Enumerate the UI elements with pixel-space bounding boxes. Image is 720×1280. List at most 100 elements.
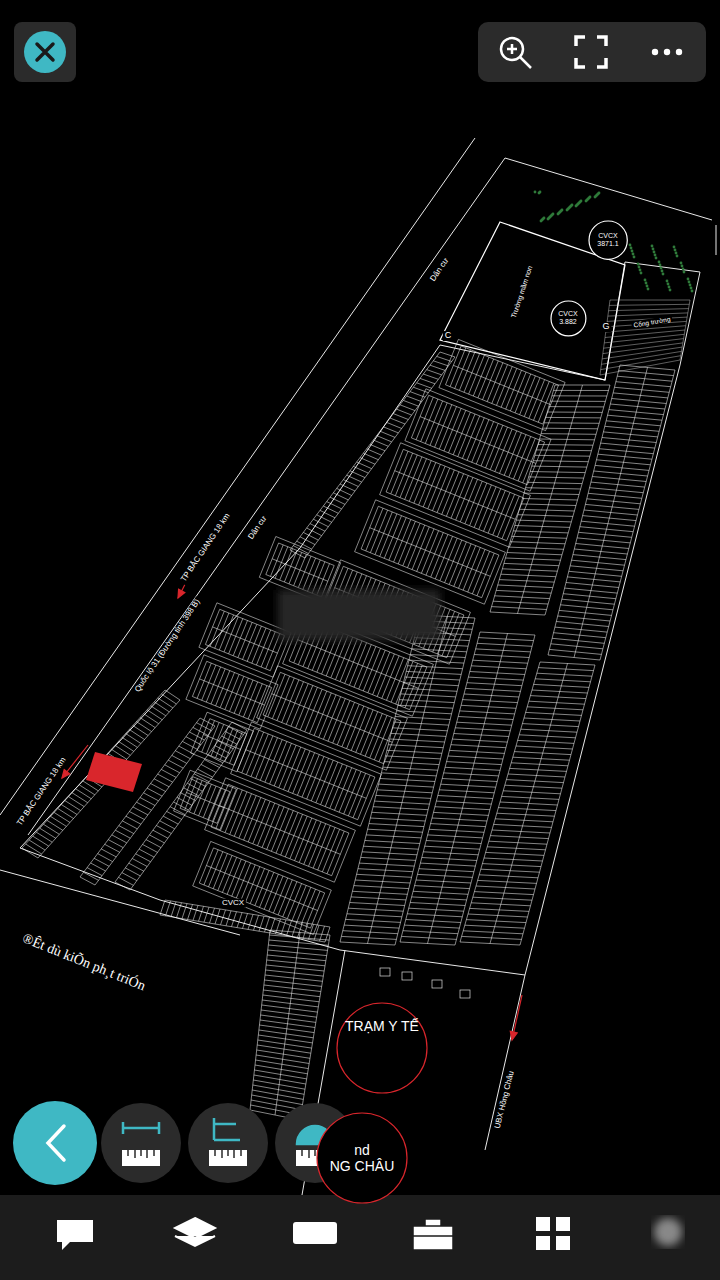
tree-dot xyxy=(589,196,592,199)
circle-shape xyxy=(589,221,627,259)
fullscreen-icon xyxy=(576,37,606,67)
tree-dot xyxy=(655,257,658,260)
tree-dot xyxy=(654,254,657,257)
tree-dot xyxy=(550,215,553,218)
back-button xyxy=(13,1101,97,1185)
lot-block xyxy=(199,603,291,677)
tree-dot xyxy=(659,264,662,267)
tree-dot xyxy=(580,200,583,203)
green-space-circle: CVCX 3871.1 xyxy=(588,220,628,260)
tree-dot xyxy=(644,279,647,282)
tree-dot xyxy=(668,286,671,289)
arrow-head xyxy=(62,770,70,778)
measure-button xyxy=(188,1103,268,1183)
road-line xyxy=(0,870,240,935)
menu-dot xyxy=(664,49,670,55)
tree-dot xyxy=(567,208,570,211)
tree-dot xyxy=(688,281,691,284)
tree-dot xyxy=(676,255,679,258)
road-line xyxy=(0,138,475,815)
ruler-ticks xyxy=(128,1150,154,1158)
tree-dot xyxy=(632,253,635,256)
tree-dot xyxy=(681,265,684,268)
tree-dot xyxy=(542,218,545,221)
parking-hatch xyxy=(600,300,690,375)
structure-mark xyxy=(380,968,390,976)
tree-dot xyxy=(587,198,590,201)
close-button-bg xyxy=(14,22,76,82)
road-line xyxy=(525,365,680,975)
lot-block xyxy=(115,722,247,890)
tree-dot xyxy=(540,220,543,223)
map-label: Trường mầm non xyxy=(509,263,534,321)
tree-dot xyxy=(551,214,554,217)
tree-dot xyxy=(588,197,591,200)
tree-dot xyxy=(597,193,600,196)
facility-circle: ndNG CHÂU xyxy=(316,1112,408,1204)
tree-dot xyxy=(547,218,550,221)
tree-dot xyxy=(689,284,692,287)
lot-block xyxy=(186,655,278,729)
map-label: G xyxy=(600,322,611,332)
ruler-icon xyxy=(209,1150,247,1166)
tree-dot xyxy=(680,262,683,265)
lot-block xyxy=(193,841,332,934)
tree-dot xyxy=(645,282,648,285)
top-toolbar xyxy=(478,22,706,82)
facility-circle: TRẠM Y TẾ xyxy=(336,1002,428,1094)
tree-dot xyxy=(539,191,542,194)
bottom-bar xyxy=(0,1195,720,1280)
node-label: nd xyxy=(354,1142,370,1158)
watermark-blur xyxy=(654,1218,682,1246)
highlight-lot xyxy=(86,752,142,792)
tree-dot xyxy=(549,216,552,219)
tree-dot xyxy=(661,270,664,273)
road-line xyxy=(20,548,300,848)
tree-dot xyxy=(566,209,569,212)
tree-dot xyxy=(594,196,597,199)
measure-icon xyxy=(214,1118,240,1140)
tree-dot xyxy=(652,248,655,251)
lot-block xyxy=(340,615,475,945)
tree-dot xyxy=(538,192,541,195)
lot-block xyxy=(174,770,237,830)
tree-dot xyxy=(646,285,649,288)
tree-dot xyxy=(629,244,632,247)
tree-dot xyxy=(560,210,563,213)
map-label: TP BẮC GIANG 18 km xyxy=(15,754,70,829)
circle-shape xyxy=(337,1003,427,1093)
close-icon xyxy=(37,44,53,60)
lot-block xyxy=(191,712,254,772)
tree-dot xyxy=(683,271,686,274)
arrow-head xyxy=(510,1031,517,1040)
tree-dot xyxy=(666,280,669,283)
tree-dot xyxy=(669,289,672,292)
map-label: Dân cư xyxy=(246,513,270,543)
tree-dot xyxy=(575,205,578,208)
tree-dot xyxy=(638,266,641,269)
tree-dot xyxy=(662,273,665,276)
tree-dot xyxy=(558,212,561,215)
tree-dot xyxy=(571,204,574,207)
map-label: Cổng trường xyxy=(631,315,673,329)
circle-shape xyxy=(551,301,586,336)
comment-icon xyxy=(57,1220,93,1250)
tree-dot xyxy=(577,203,580,206)
tree-dot xyxy=(651,245,654,248)
arrow-head xyxy=(178,589,185,598)
tree-dot xyxy=(543,217,546,220)
circle-shape xyxy=(317,1113,407,1203)
direction-arrows xyxy=(62,565,522,1040)
road-line xyxy=(716,225,717,255)
tree-dot xyxy=(569,206,572,209)
tree-dot xyxy=(639,269,642,272)
tree-dot xyxy=(690,287,693,290)
lot-block xyxy=(380,443,531,547)
tree-dot xyxy=(595,195,598,198)
lot-block xyxy=(548,365,675,660)
measure-button xyxy=(101,1103,181,1183)
blur-cover xyxy=(278,590,440,640)
node-label: CVCX 3871.1 xyxy=(594,232,622,248)
